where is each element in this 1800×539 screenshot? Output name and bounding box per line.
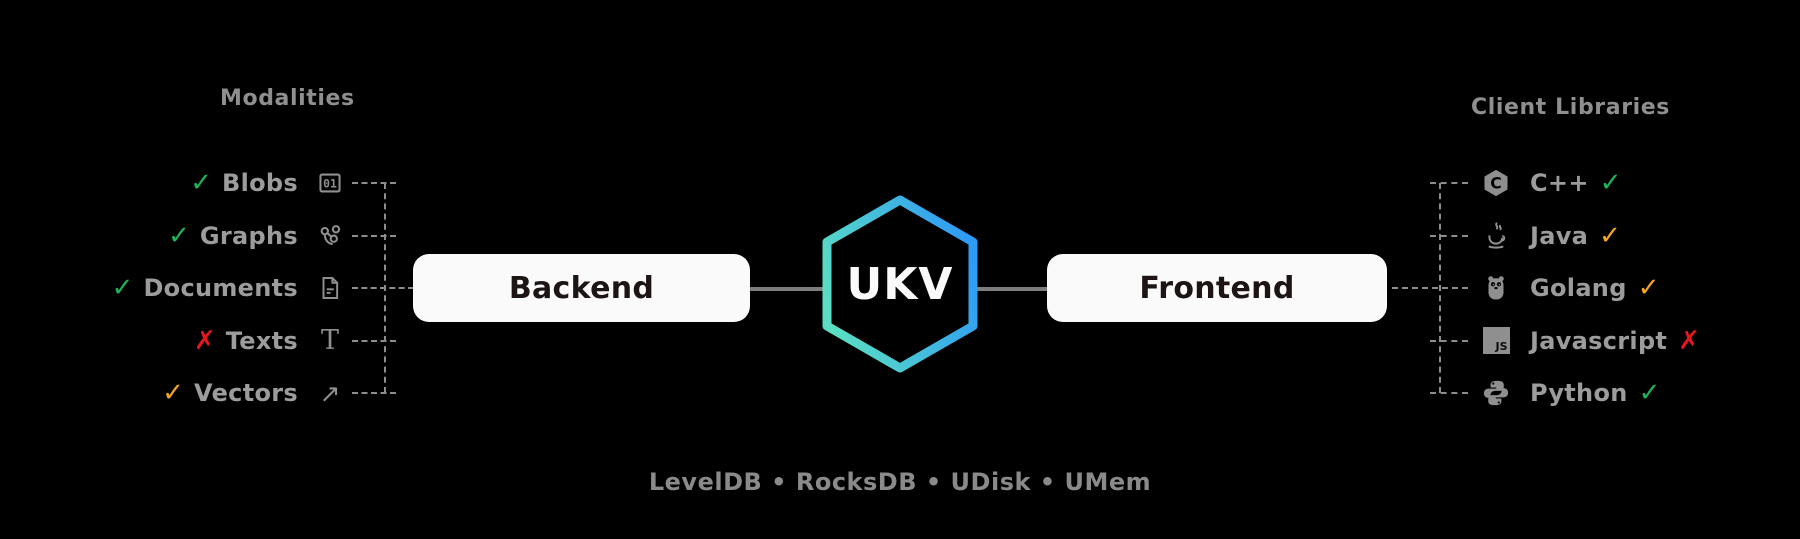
ukv-label: UKV (846, 258, 954, 310)
backend-label: Backend (508, 270, 655, 306)
frontend-label: Frontend (1139, 270, 1295, 306)
client-library-label: Java (1530, 221, 1589, 250)
check-icon: ✓ (111, 273, 134, 304)
check-icon: ✓ (190, 168, 213, 199)
modalities-title: Modalities (220, 86, 355, 111)
document-icon (312, 270, 348, 306)
modality-row: ✓ Blobs 01 (0, 157, 348, 210)
check-icon: ✓ (168, 220, 190, 251)
check-icon: ✓ (1637, 273, 1660, 304)
dashed-connector (352, 234, 396, 237)
dashed-connector (1439, 183, 1441, 393)
frontend-box: Frontend (1047, 254, 1387, 322)
client-library-label: Javascript (1530, 326, 1668, 355)
check-icon: ✓ (1599, 220, 1621, 251)
javascript-icon: JS (1478, 323, 1514, 359)
hexagon-outline (822, 195, 978, 373)
client-libraries-list: C C++ ✓ Java ✓ Golang (1478, 157, 1800, 420)
modality-label: Texts (225, 326, 298, 355)
check-icon: ✓ (1638, 378, 1661, 409)
check-icon: ✓ (162, 378, 185, 409)
python-icon (1478, 375, 1514, 411)
client-library-label: Golang (1530, 274, 1627, 303)
modality-row: ✗ Texts T (0, 315, 348, 368)
client-libraries-title: Client Libraries (1471, 95, 1670, 120)
vector-arrow-icon: ↗ (319, 378, 341, 408)
client-library-label: Python (1530, 379, 1628, 408)
client-library-row: Java ✓ (1478, 210, 1800, 263)
modality-row: ✓ Documents (0, 262, 348, 315)
svg-text:C: C (1490, 175, 1501, 193)
cpp-icon: C (1478, 165, 1514, 201)
client-library-label: C++ (1530, 169, 1589, 198)
client-library-row: JS Javascript ✗ (1478, 315, 1800, 368)
modality-row: ✓ Vectors ↗ (0, 367, 348, 420)
modality-label: Vectors (194, 379, 298, 408)
check-icon: ✓ (1599, 168, 1622, 199)
client-library-row: Python ✓ (1478, 367, 1800, 420)
dashed-connector (352, 182, 396, 184)
graph-network-icon (312, 218, 348, 254)
dashed-connector (384, 183, 386, 393)
cross-icon: ✗ (194, 325, 216, 356)
dashed-connector (352, 287, 414, 289)
dashed-connector (1430, 339, 1468, 342)
ukv-hexagon: UKV (820, 194, 980, 374)
golang-icon (1478, 270, 1514, 306)
backend-box: Backend (413, 254, 750, 322)
dashed-connector (1430, 182, 1468, 184)
client-library-row: C C++ ✓ (1478, 157, 1800, 210)
dashed-connector (352, 339, 396, 342)
modality-label: Graphs (199, 221, 298, 250)
dashed-connector (1392, 287, 1468, 289)
modality-row: ✓ Graphs (0, 210, 348, 263)
dashed-connector (352, 392, 396, 394)
modality-label: Documents (143, 274, 298, 303)
modalities-list: ✓ Blobs 01 ✓ Graphs ✓ Documents (0, 157, 348, 420)
client-library-row: Golang ✓ (1478, 262, 1800, 315)
engines-footer: LevelDB • RocksDB • UDisk • UMem (648, 468, 1152, 496)
cross-icon: ✗ (1678, 325, 1700, 356)
dashed-connector (1430, 392, 1468, 394)
dashed-connector (1430, 234, 1468, 237)
svg-text:01: 01 (323, 177, 337, 191)
modality-label: Blobs (222, 169, 298, 198)
text-letter-icon: T (320, 325, 339, 357)
binary-blob-icon: 01 (312, 165, 348, 201)
java-icon (1478, 218, 1514, 254)
